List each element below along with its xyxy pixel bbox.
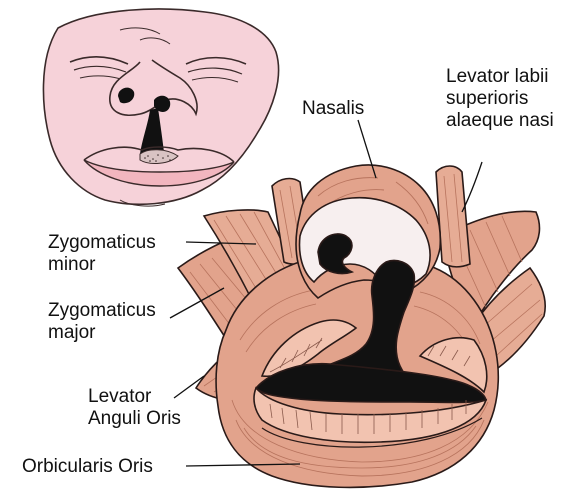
label-nasalis-text: Nasalis bbox=[302, 98, 364, 119]
label-zygomaticus-minor: Zygomaticus minor bbox=[48, 232, 156, 276]
levator-labii-right-muscle bbox=[436, 166, 470, 267]
label-levator-anguli-oris-line1: Levator bbox=[88, 386, 181, 408]
label-nasalis: Nasalis bbox=[302, 98, 364, 120]
label-levator-labii-line1: Levator labii bbox=[446, 66, 554, 88]
face-inset bbox=[43, 9, 278, 206]
leader-levator-labii bbox=[462, 162, 482, 212]
label-zygomaticus-major-line2: major bbox=[48, 322, 156, 344]
label-levator-labii: Levator labii superioris alaeque nasi bbox=[446, 66, 554, 132]
label-levator-labii-line2: superioris bbox=[446, 88, 554, 110]
label-levator-labii-line3: alaeque nasi bbox=[446, 110, 554, 132]
label-zygomaticus-major: Zygomaticus major bbox=[48, 300, 156, 344]
label-zygomaticus-minor-line2: minor bbox=[48, 254, 156, 276]
label-zygomaticus-major-line1: Zygomaticus bbox=[48, 300, 156, 322]
label-zygomaticus-minor-line1: Zygomaticus bbox=[48, 232, 156, 254]
label-orbicularis-oris-text: Orbicularis Oris bbox=[22, 456, 153, 477]
muscle-illustration bbox=[178, 165, 545, 487]
label-levator-anguli-oris-line2: Anguli Oris bbox=[88, 408, 181, 430]
label-levator-anguli-oris: Levator Anguli Oris bbox=[88, 386, 181, 430]
label-orbicularis-oris: Orbicularis Oris bbox=[22, 456, 153, 478]
